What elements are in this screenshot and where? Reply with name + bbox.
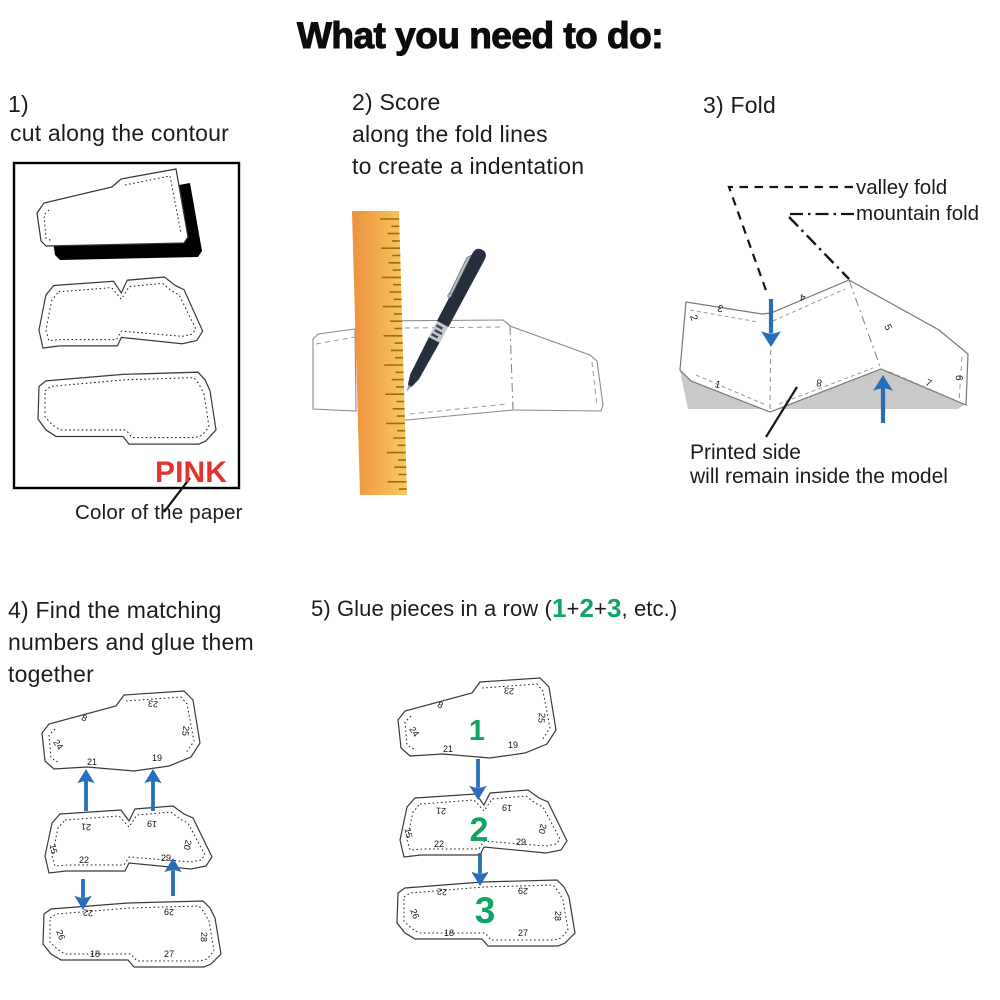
svg-text:2: 2 [687,314,699,323]
svg-text:6: 6 [953,375,964,381]
svg-text:3: 3 [716,302,725,314]
svg-text:2: 2 [470,811,489,849]
svg-text:1: 1 [469,715,485,747]
svg-text:5: 5 [881,323,894,333]
svg-text:7: 7 [923,377,933,390]
svg-text:8: 8 [815,376,822,388]
svg-text:1: 1 [713,379,722,391]
svg-text:3: 3 [475,890,496,931]
svg-text:4: 4 [798,291,806,303]
